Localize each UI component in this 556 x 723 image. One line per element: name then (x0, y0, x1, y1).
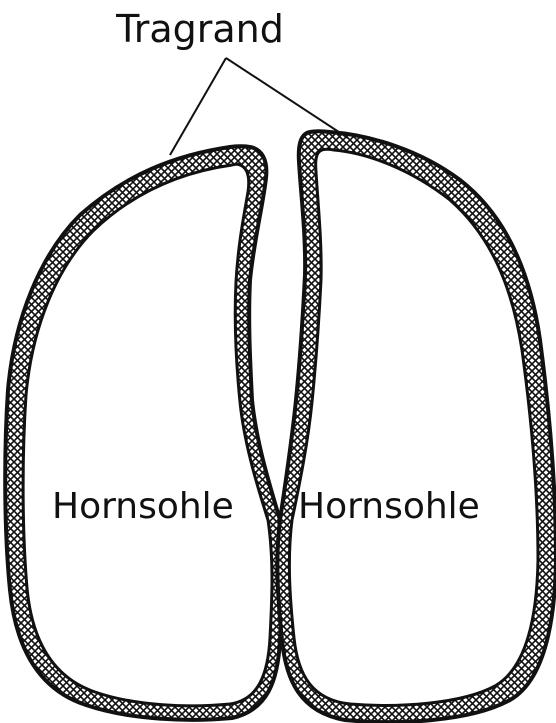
tragrand-label: Tragrand (115, 7, 284, 51)
tragrand-leader-left (170, 58, 226, 155)
left-hornsohle-label: Hornsohle (52, 486, 234, 527)
tragrand-leader-right (226, 58, 348, 138)
right-hornsohle-label: Hornsohle (298, 486, 480, 527)
